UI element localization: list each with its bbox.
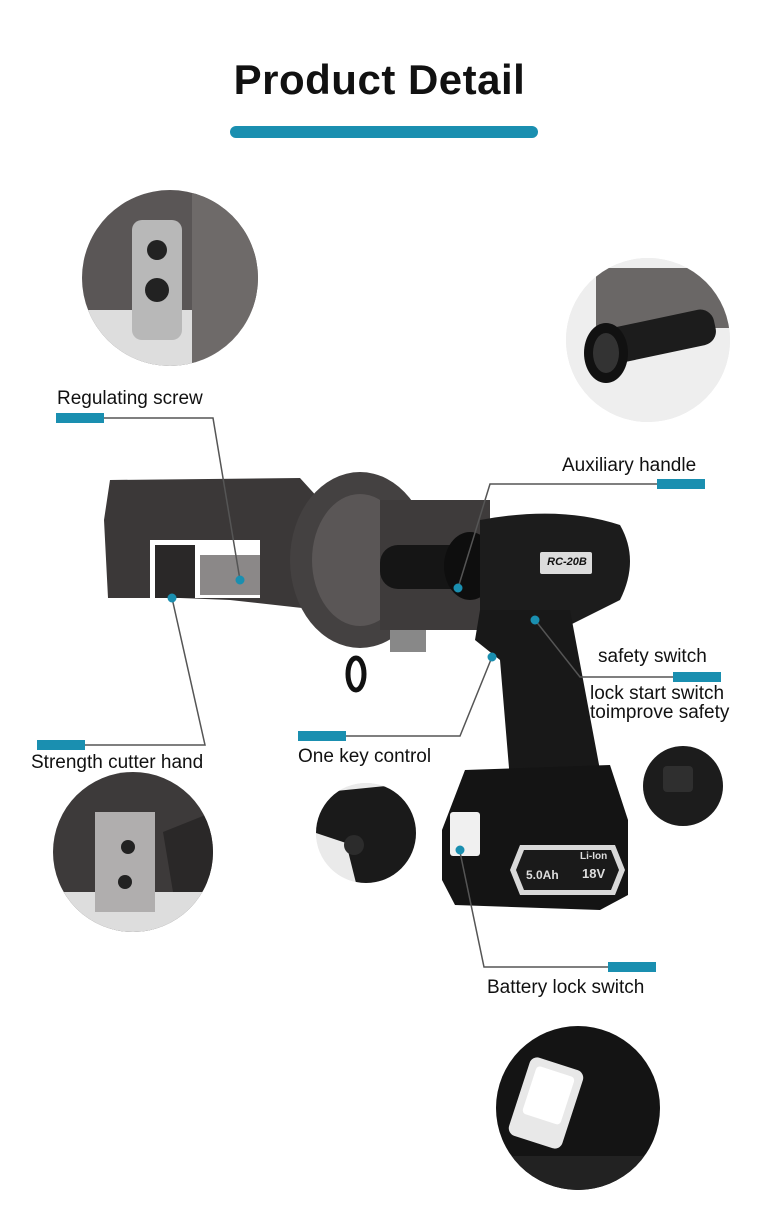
battery-type: Li-Ion	[580, 851, 608, 862]
label-regulating-screw: Regulating screw	[57, 388, 203, 409]
cutter-head	[104, 472, 490, 693]
battery-pack	[442, 765, 628, 910]
detail-auxiliary-handle-image	[566, 258, 730, 422]
accent-bar	[608, 962, 656, 972]
callout-dots	[167, 575, 540, 855]
detail-battery-lock-image	[496, 1026, 660, 1190]
motor-body	[480, 513, 630, 630]
detail-safety-switch-image	[643, 746, 723, 826]
label-auxiliary-handle: Auxiliary handle	[562, 455, 697, 476]
title-underline	[230, 126, 538, 138]
battery-capacity: 5.0Ah	[526, 868, 559, 882]
accent-bar	[298, 731, 346, 741]
label-one-key-control: One key control	[298, 746, 432, 767]
label-improve-safety: toimprove safety	[590, 702, 730, 723]
model-badge: RC-20B	[547, 556, 587, 568]
handle-grip	[475, 610, 600, 780]
detail-cutter-hand-image	[53, 772, 213, 932]
battery-voltage: 18V	[582, 866, 606, 881]
accent-bar	[56, 413, 104, 423]
label-safety-switch: safety switch	[598, 646, 707, 667]
label-strength-cutter-hand: Strength cutter hand	[31, 752, 204, 773]
page-title: Product Detail	[233, 56, 526, 103]
label-battery-lock-switch: Battery lock switch	[487, 977, 645, 998]
label-lock-start-switch: lock start switch	[590, 683, 725, 704]
accent-bar	[37, 740, 85, 750]
accent-bar	[657, 479, 705, 489]
detail-one-key-control-image	[316, 783, 416, 883]
callout-lines	[85, 417, 673, 968]
accent-bar	[673, 672, 721, 682]
